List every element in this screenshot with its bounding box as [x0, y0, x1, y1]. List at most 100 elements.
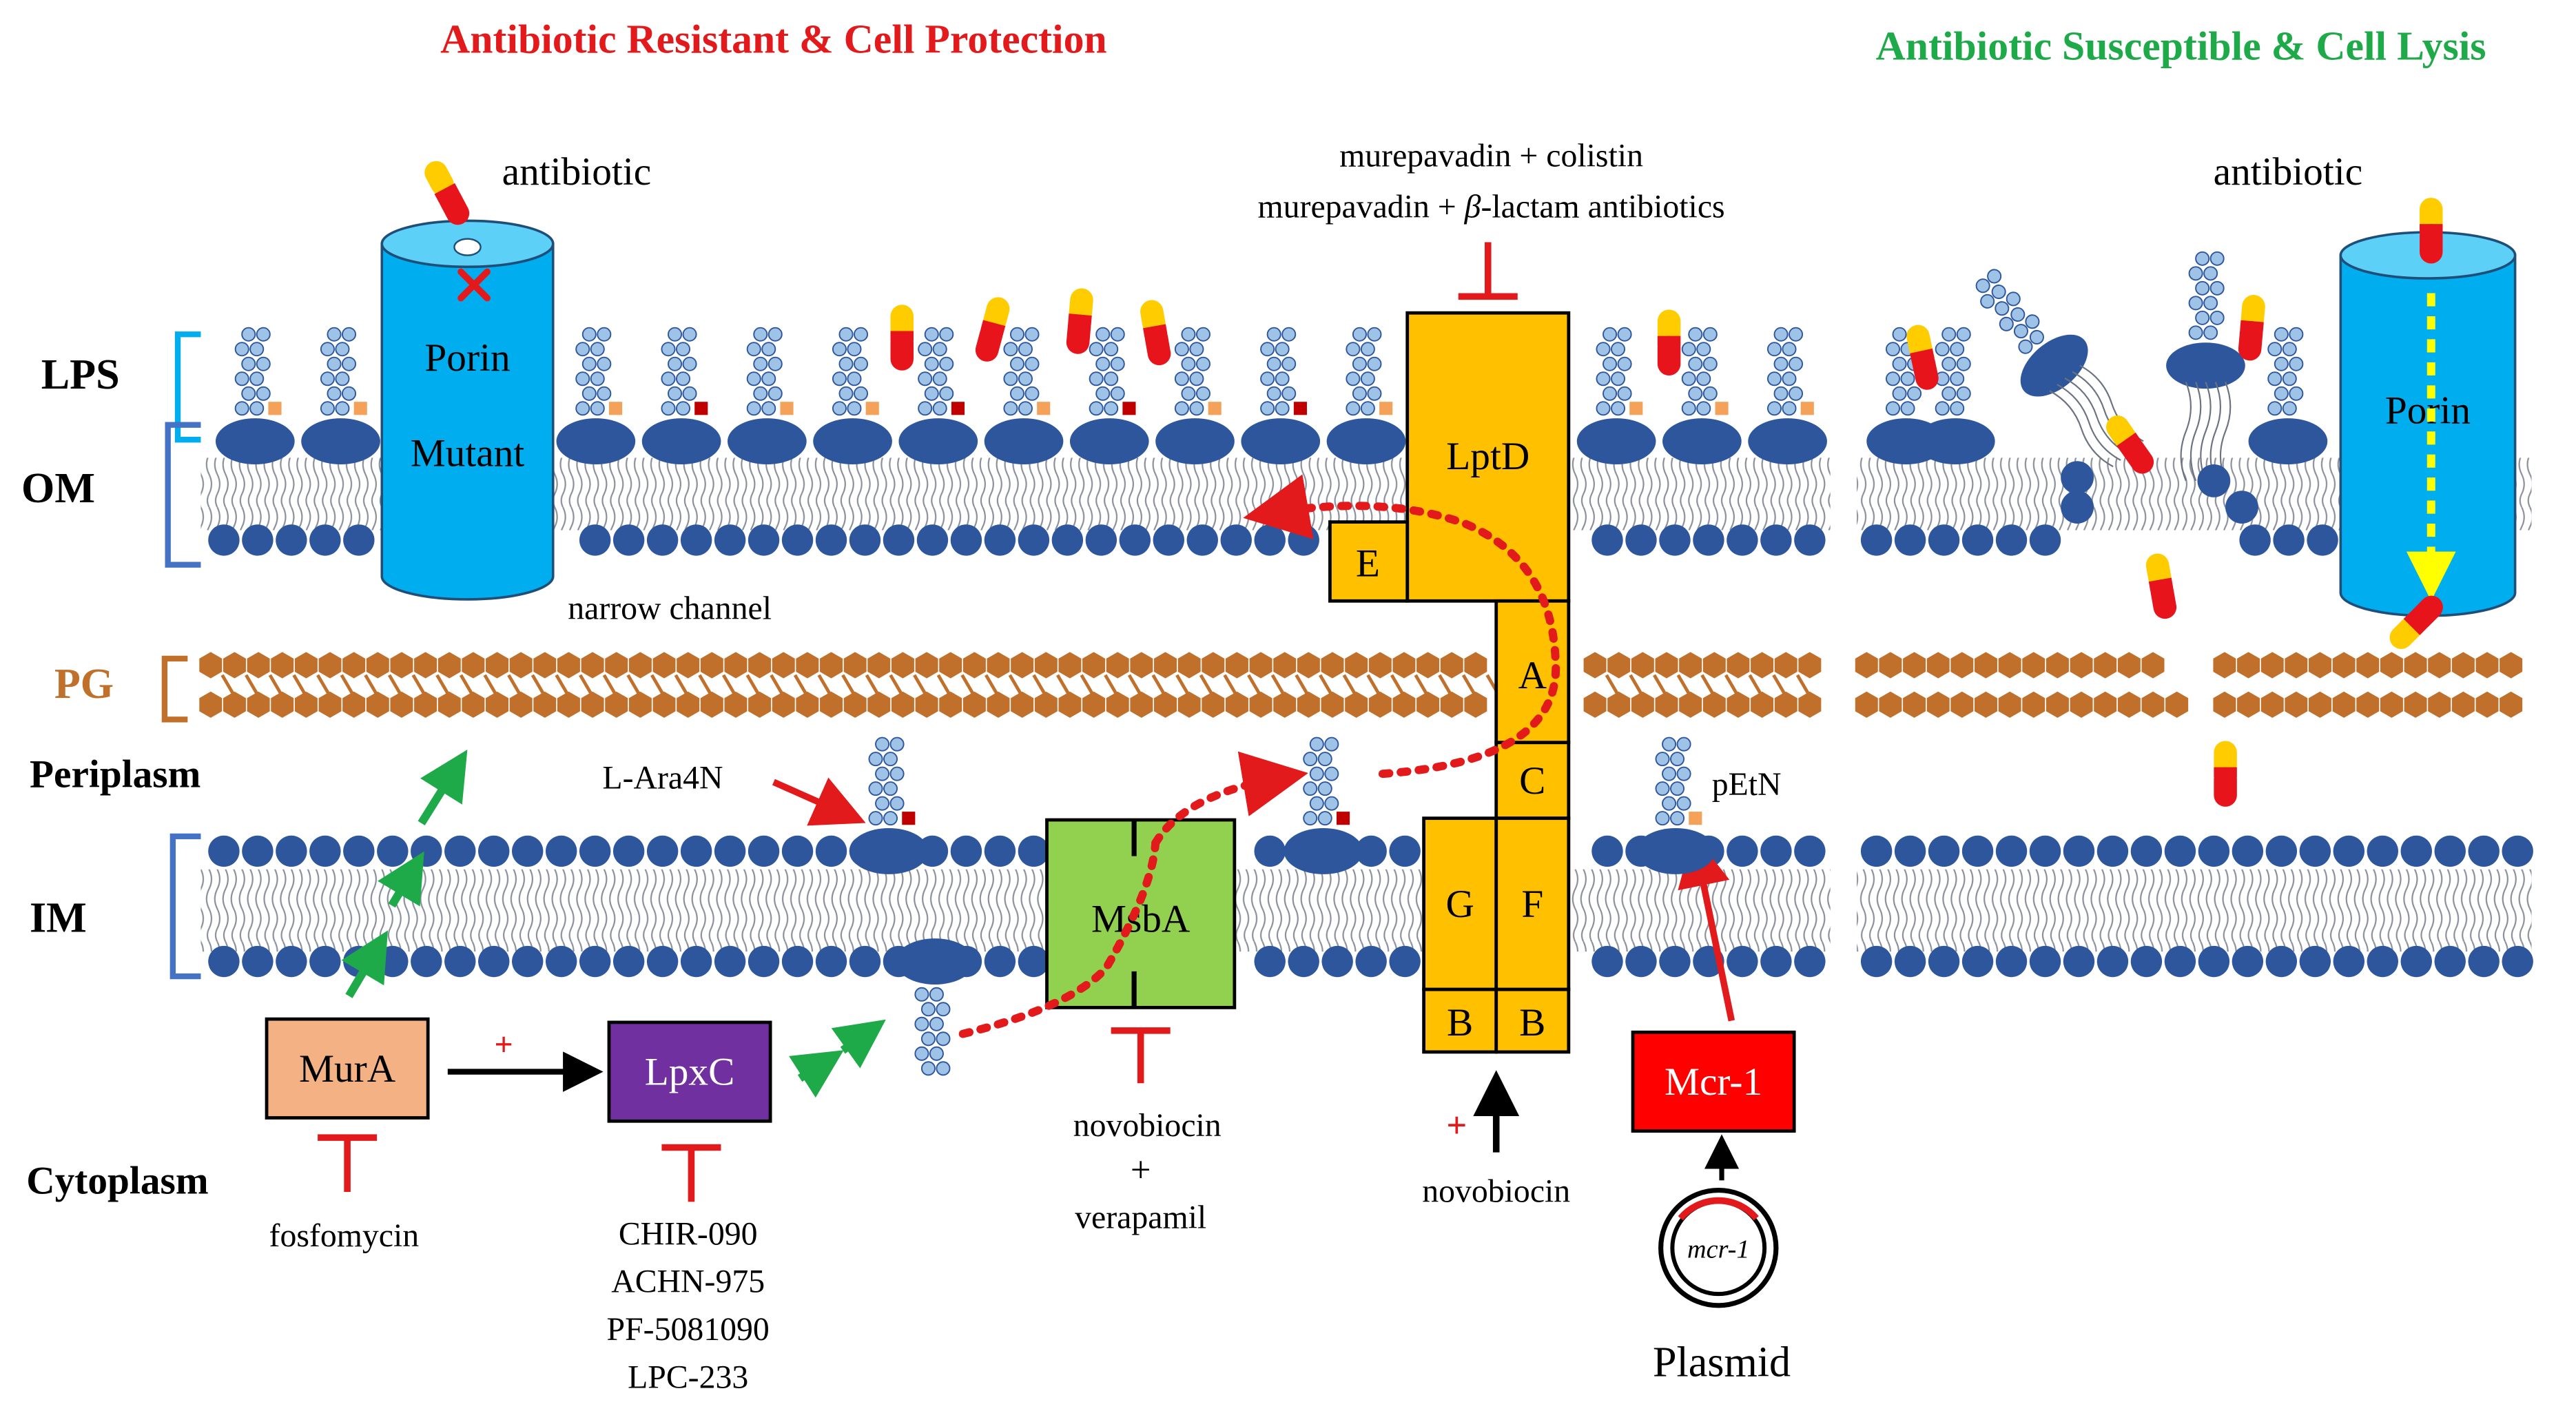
lipid-head: [1860, 524, 1893, 556]
label-im: IM: [30, 895, 87, 942]
novobiocin-stimulation-plus: +: [1446, 1106, 1467, 1146]
pg-sugar: [2141, 652, 2165, 679]
antibiotic-label-right: antibiotic: [2214, 150, 2363, 194]
pg-sugar: [557, 652, 580, 679]
pg-sugar: [1879, 652, 1902, 679]
pg-sugar: [1702, 652, 1726, 679]
capsule-red: [2214, 767, 2237, 807]
pg-crosslink: [1319, 674, 1333, 696]
sugar-unit: [1603, 356, 1618, 371]
lipid-head: [815, 945, 847, 978]
pg-sugar: [1130, 652, 1153, 679]
pg-sugar: [247, 652, 270, 679]
pg-sugar: [366, 691, 389, 718]
lipid-head: [276, 835, 307, 867]
sugar-unit: [753, 327, 768, 342]
lptb-box-1: [1422, 987, 1498, 1054]
pg-sugar: [700, 691, 723, 718]
ara4n-modification: [1122, 402, 1136, 415]
lipid-head: [1961, 945, 1994, 978]
lps-molecule: [813, 327, 892, 464]
pg-sugar: [1106, 652, 1129, 679]
sugar-unit: [1596, 401, 1611, 416]
pg-sugar: [1926, 691, 1950, 718]
capsule-band: [1910, 348, 1935, 363]
lipid-head: [411, 835, 442, 867]
pg-sugar: [271, 652, 294, 679]
sugar-unit: [2195, 310, 2210, 325]
sugar-unit: [1275, 401, 1290, 416]
sugar-unit: [1773, 386, 1789, 401]
sugar-unit: [1089, 342, 1104, 357]
pg-crosslink: [745, 674, 761, 696]
pg-sugar: [1583, 652, 1607, 679]
lipid-head: [545, 945, 577, 978]
sugar-unit: [2289, 356, 2304, 371]
pg-sugar: [390, 691, 413, 718]
sugar-unit: [581, 327, 597, 342]
lipid-head: [579, 524, 611, 556]
lipid-head: [1625, 524, 1657, 556]
capsule-band: [2148, 577, 2174, 592]
lipid-head: [1288, 524, 1319, 556]
pg-sugar: [2404, 691, 2427, 718]
plasmid-gene-label: mcr-1: [1687, 1235, 1750, 1264]
pg-sugar: [748, 652, 772, 679]
sugar-unit: [2188, 325, 2203, 340]
pg-sugar: [2309, 691, 2331, 718]
lipid-head: [1355, 835, 1387, 867]
lptb-label-2: B: [1519, 1001, 1545, 1044]
lipid-head: [2130, 835, 2163, 867]
sugar-unit: [1189, 401, 1204, 416]
sugar-unit: [1266, 386, 1281, 401]
lipid-a: [1662, 418, 1742, 464]
pg-sugar: [462, 691, 485, 718]
capsule-band: [2116, 432, 2141, 454]
lpxc-label: LpxC: [645, 1051, 735, 1094]
sugar-unit: [854, 327, 869, 342]
lipid-head: [2239, 524, 2271, 556]
lipid-head: [984, 835, 1016, 867]
sugar-unit: [1950, 371, 1965, 387]
sugar-unit: [753, 386, 768, 401]
pg-sugar: [533, 691, 557, 718]
pg-sugar: [1273, 691, 1297, 718]
sugar-unit: [1346, 401, 1361, 416]
lipid-head: [1995, 524, 2028, 556]
lipid-head: [242, 524, 274, 556]
sugar-unit: [1941, 356, 1957, 371]
label-cytoplasm: Cytoplasm: [26, 1159, 208, 1202]
pg-crosslink: [1270, 674, 1286, 696]
pg-sugar: [1082, 652, 1106, 679]
lipid-head: [1928, 945, 1960, 978]
sugar-unit: [1789, 356, 1804, 371]
sugar-unit: [1676, 766, 1691, 781]
sugar-unit: [924, 356, 939, 371]
antibiotic-capsule: [975, 297, 1010, 362]
capsule-band: [2240, 320, 2264, 332]
sugar-unit: [1110, 386, 1125, 401]
sugar-unit: [1696, 342, 1711, 357]
pg-sugar: [414, 691, 437, 718]
pg-sugar: [2285, 691, 2308, 718]
porin-narrow-pore: [453, 238, 482, 256]
lipid-head: [2198, 945, 2230, 978]
sugar-unit: [590, 342, 605, 357]
lipid-a: [1241, 418, 1321, 464]
free-antibiotics: [890, 197, 2443, 807]
pg-crosslink: [1032, 674, 1047, 696]
pg-sugar: [1950, 691, 1974, 718]
pg-sugar: [462, 652, 485, 679]
pg-sugar: [2356, 652, 2380, 679]
pEtN-modification: [865, 402, 879, 415]
pg-sugar: [2451, 652, 2475, 679]
sugar-unit: [241, 327, 256, 342]
sugar-unit: [1003, 342, 1018, 357]
pg-crosslink: [841, 674, 856, 696]
sugar-unit: [1104, 342, 1119, 357]
lipid-head: [1928, 835, 1960, 867]
lipid-head: [276, 945, 307, 978]
sugar-unit: [932, 401, 947, 416]
pg-sugar: [437, 691, 461, 718]
lipid-head: [1288, 945, 1319, 978]
